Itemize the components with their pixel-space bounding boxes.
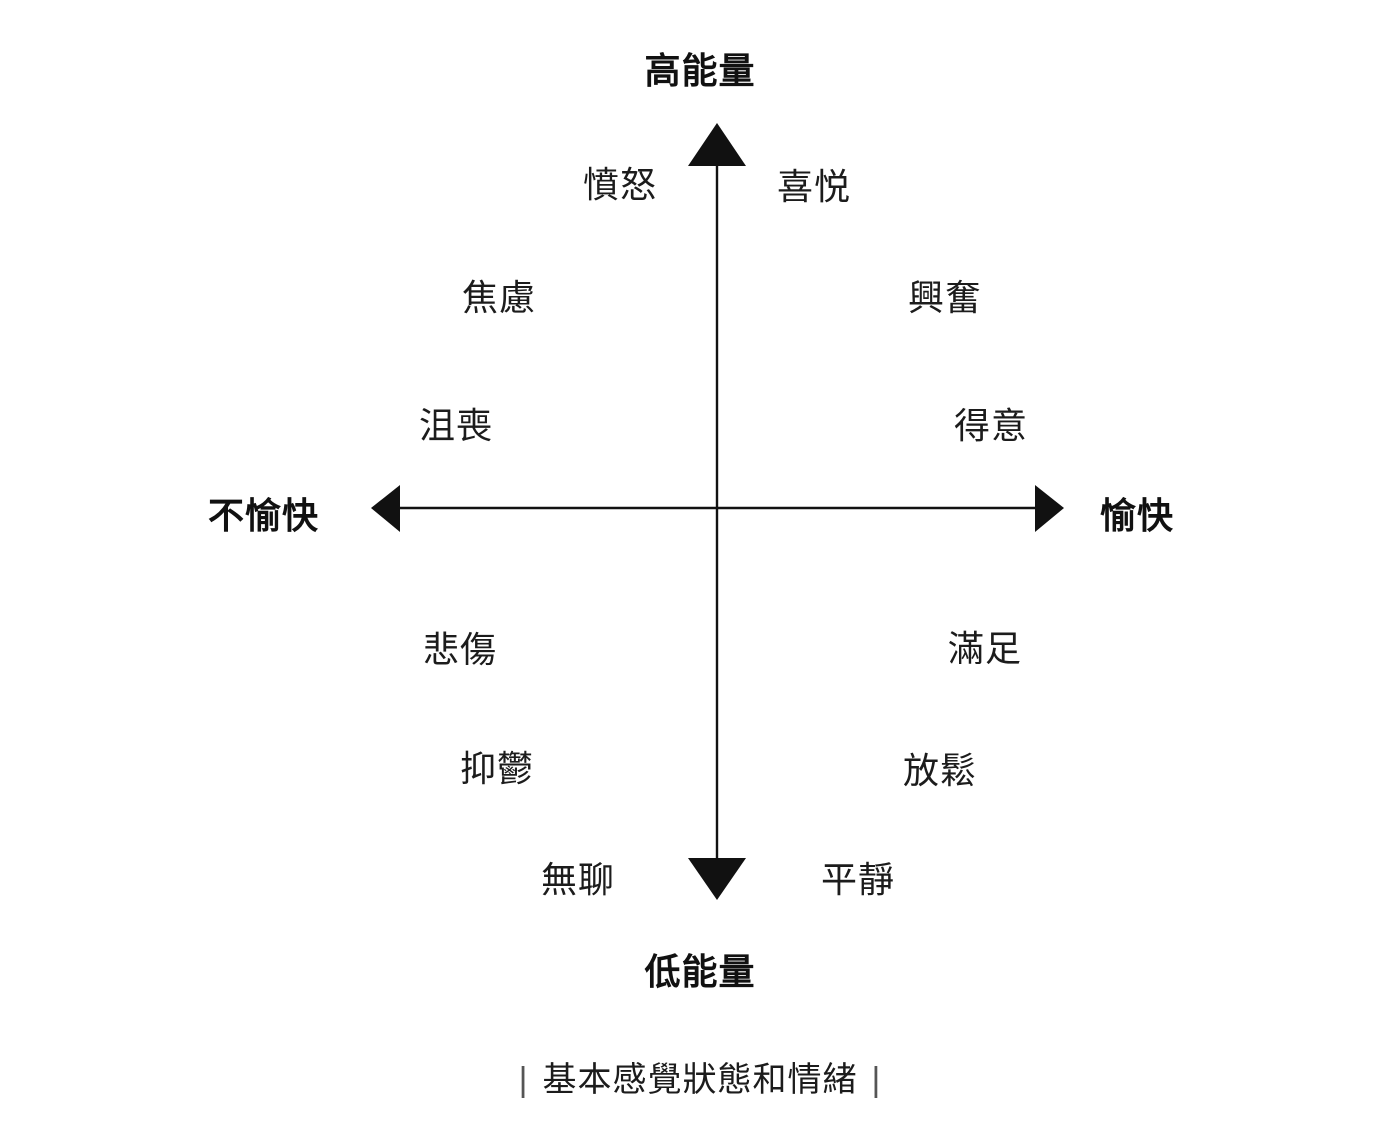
emotion-term: 悲傷 (422, 629, 498, 670)
caption-rule-right-icon: | (871, 1061, 882, 1099)
emotion-term: 沮喪 (418, 405, 494, 446)
caption-text: 基本感覺狀態和情緒 (542, 1061, 858, 1099)
emotion-term: 放鬆 (902, 750, 978, 791)
emotion-term: 興奮 (907, 277, 983, 318)
emotion-term: 抑鬱 (459, 748, 535, 789)
axis-arrow-right-icon (1035, 485, 1064, 532)
emotion-term: 滿足 (947, 628, 1023, 669)
axis-label-low-energy: 低能量 (644, 951, 756, 992)
emotion-term: 喜悦 (776, 166, 852, 207)
axis-arrow-down-icon (688, 858, 746, 900)
axis-label-unpleasant: 不愉快 (208, 495, 320, 536)
axis-arrow-left-icon (371, 485, 400, 532)
emotion-term: 平靜 (820, 859, 896, 900)
diagram-caption: | 基本感覺狀態和情緒 | (0, 1052, 1400, 1101)
axis-arrow-up-icon (688, 123, 746, 166)
emotion-term: 得意 (953, 405, 1029, 446)
emotion-term: 焦慮 (461, 277, 537, 318)
caption-rule-left-icon: | (518, 1061, 529, 1099)
axis-label-pleasant: 愉快 (1100, 495, 1175, 536)
axis-label-high-energy: 高能量 (644, 50, 756, 91)
emotion-term: 無聊 (540, 859, 616, 900)
emotion-term: 憤怒 (582, 164, 658, 205)
